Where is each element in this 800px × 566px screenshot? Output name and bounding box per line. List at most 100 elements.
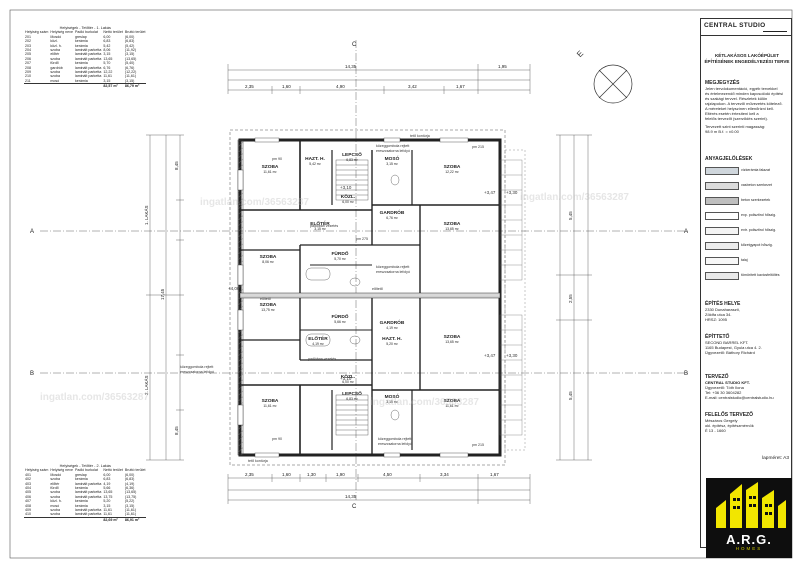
- room-area: 11,61 m²: [263, 170, 277, 174]
- schedule-cell: (4,19): [124, 481, 135, 486]
- svg-text:padlóban vezetés: padlóban vezetés: [308, 357, 336, 361]
- schedule-cell: 406: [25, 494, 31, 499]
- schedule-cell: kerámia: [74, 503, 88, 508]
- material-label: kőzetgyapot hőszig.: [741, 243, 773, 247]
- schedule-cell: (6,00): [124, 472, 135, 477]
- room-name: HAZT. H.: [305, 156, 325, 162]
- svg-text:4,50: 4,50: [383, 472, 392, 477]
- svg-text:padlóban vezetés: padlóban vezetés: [310, 224, 338, 228]
- lead-designer-section: FELELŐS TERVEZŐ Mészáros Gergely okl. ép…: [705, 412, 754, 434]
- note-line: A méreteket helyszínen ellenőrizni kell.: [705, 106, 774, 111]
- dimension-text-left: 1. LAKÁS 2. LAKÁS 17,45 8,45 8,45: [143, 161, 179, 435]
- note-line: Eltérés esetén értesíteni kell a: [705, 111, 759, 116]
- legend-row: tömörített kavicsfeltöltés: [705, 271, 789, 282]
- schedule-cell: laminált parketta: [74, 65, 102, 70]
- svg-text:közeggombola rejtett: közeggombola rejtett: [180, 365, 213, 369]
- schedule-title: Helyiségek - Tetőtér - 1. Lakás: [59, 26, 111, 30]
- material-swatch: [705, 182, 739, 190]
- svg-text:közeggombola rejtett: közeggombola rejtett: [376, 144, 409, 148]
- note-line: és szakági tervvel. Részletek külön: [705, 96, 768, 101]
- schedule-cell: laminált parketta: [74, 512, 102, 517]
- svg-text:tető kontúrja: tető kontúrja: [410, 134, 430, 138]
- material-swatch: [705, 257, 739, 265]
- schedule-cell: 13,75: [103, 494, 113, 499]
- svg-text:ingatlan.com/36563287: ingatlan.com/36563287: [370, 397, 479, 408]
- room-name: SZOBA: [260, 302, 277, 308]
- schedule-cell: (13,65): [124, 490, 137, 495]
- plan-notes: tető kontúrja közeggombola rejtett eresz…: [180, 134, 518, 463]
- schedule-cell: 13,65: [103, 490, 113, 495]
- schedule-cell: kerámia: [74, 477, 88, 482]
- room-name: SZOBA: [260, 254, 277, 260]
- schedule-cell: (6,83): [124, 39, 135, 44]
- schedule-cell: szoba: [50, 48, 60, 53]
- schedule-cell: közl. h.: [50, 499, 62, 504]
- schedule-cell: kerámia: [74, 61, 88, 66]
- svg-text:+3,47: +3,47: [484, 353, 496, 358]
- material-label: talaj: [741, 258, 748, 262]
- note-line: rajzlapokon. A tervezői művezetés kötele…: [705, 101, 783, 106]
- svg-text:1,60: 1,60: [282, 472, 291, 477]
- dimension-text-right: 5,45 2,55 5,45: [568, 211, 573, 400]
- legend-row: talaj: [705, 256, 789, 267]
- svg-text:A: A: [30, 229, 34, 235]
- schedule-cell: (5,42): [124, 43, 135, 48]
- room-name: KÖZL.: [341, 373, 355, 380]
- room-name: SZOBA: [262, 164, 279, 170]
- room-name: ELŐTÉR: [310, 219, 330, 227]
- schedule-cell: laminált parketta: [74, 56, 102, 61]
- legend-row: exp. polisztirol hőszig.: [705, 211, 789, 222]
- schedule-cell: kerámia: [74, 499, 88, 504]
- schedule-cell: szoba: [50, 70, 60, 75]
- schedule-cell: 3,15: [103, 78, 111, 83]
- schedule-cell: 6,83: [103, 477, 111, 482]
- schedule-cell: 408: [25, 503, 31, 508]
- company-logo-icon: [763, 25, 787, 32]
- room-area: 6,83 m²: [346, 158, 358, 162]
- schedule-header: Helyiség szám: [25, 30, 49, 35]
- room-area: 13,65 m²: [445, 340, 459, 344]
- schedule-cell: (13,75): [124, 494, 137, 499]
- schedule-cell: 3,15: [103, 52, 111, 57]
- room-area: 6,00 m²: [342, 380, 354, 384]
- schedule-cell: kerámia: [74, 78, 88, 83]
- schedule-cell: greslap: [74, 472, 87, 477]
- svg-text:1,90: 1,90: [336, 472, 345, 477]
- room-area: 5,20 m²: [386, 342, 398, 346]
- building-walls: [237, 138, 502, 457]
- room-name: LEPCSŐ: [342, 390, 362, 397]
- stair-symbol: [335, 159, 369, 436]
- axis-labels: A A B B C C: [30, 42, 688, 510]
- svg-text:előtető: előtető: [372, 287, 383, 291]
- title-block: CENTRAL STUDIO KÉTLAKÁSOS LAKÓÉPÜLET ÉPÍ…: [700, 18, 792, 548]
- svg-text:előtető: előtető: [260, 297, 271, 301]
- room-name: MOSÓ: [385, 154, 400, 162]
- schedule-cell: 205: [25, 52, 31, 57]
- note-section: MEGJEGYZÉS Jelen tervdokumentáció, egyéb…: [705, 81, 789, 135]
- schedule-cell: szoba: [50, 512, 60, 517]
- svg-text:2,55: 2,55: [568, 294, 573, 303]
- site-section: ÉPÍTÉS HELYE 2330 Dunaharaszti, Zöldfa u…: [705, 301, 741, 323]
- schedule-cell: 407: [25, 499, 31, 504]
- room-name: ELŐTÉR: [308, 334, 328, 342]
- schedule-cell: 409: [25, 508, 31, 513]
- schedule-cell: 5,20: [103, 499, 111, 504]
- schedule-cell: 210: [25, 74, 31, 79]
- room-name: KÖZL.: [341, 193, 355, 200]
- svg-text:ereszcsatorna lefolyó: ereszcsatorna lefolyó: [180, 370, 214, 374]
- room-area: 6,83 m²: [346, 397, 358, 401]
- schedule-cell: szoba: [50, 56, 60, 61]
- material-label: extr. polisztirol hőszig.: [741, 228, 777, 232]
- schedule-cell: (5,40): [124, 61, 135, 66]
